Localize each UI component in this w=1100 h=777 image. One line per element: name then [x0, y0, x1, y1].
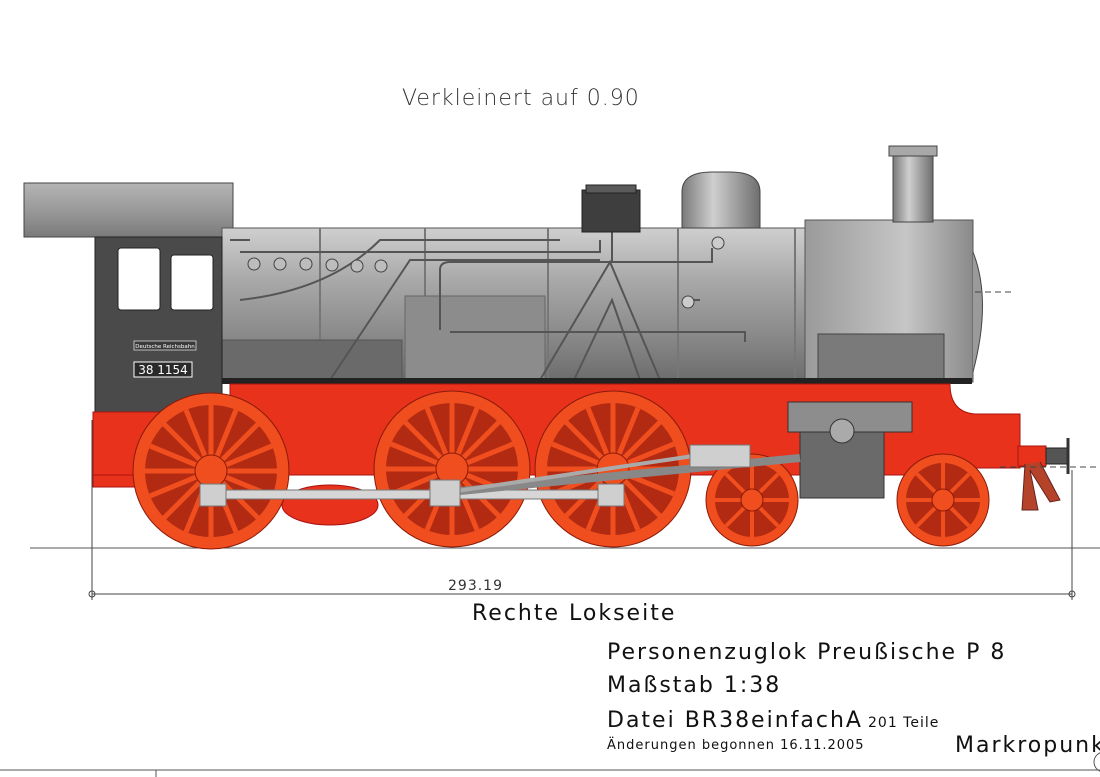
cab-plate	[133, 340, 197, 351]
chimney	[892, 147, 934, 223]
boiler-piping	[230, 230, 746, 381]
scale-note: Verkleinert auf 0.90	[402, 86, 640, 111]
cab-window-front	[170, 254, 214, 311]
title-block-brand: Markropunkt	[955, 733, 1100, 758]
title-block-parts: 201 Teile	[868, 715, 940, 731]
sand-dome	[581, 189, 641, 233]
running-board	[222, 378, 972, 384]
number-plate-text: 38 1154	[138, 363, 188, 377]
buffer-beam	[1017, 445, 1047, 467]
number-plate	[133, 361, 193, 378]
washout-plugs	[247, 257, 388, 273]
bogie-wheel-2	[896, 453, 990, 547]
title-block-scale: Maßstab 1:38	[607, 673, 782, 698]
bogie-wheel-1	[705, 453, 799, 547]
steam-dome	[681, 171, 761, 229]
coupling-rods	[199, 444, 801, 507]
cab-roof	[23, 182, 234, 238]
title-block-file: Datei BR38einfachA	[607, 708, 863, 733]
firebox-panel	[221, 339, 403, 381]
corner-mark	[1093, 752, 1100, 772]
buffer	[1045, 447, 1069, 465]
title-block-changes: Änderungen begonnen 16.11.2005	[607, 738, 865, 753]
cab-plate-text: Deutsche Reichsbahn	[135, 344, 195, 350]
coupled-wheel-1	[132, 392, 290, 550]
overall-length-dimension	[88, 420, 1076, 600]
feed-pump-box	[817, 333, 945, 383]
coupled-wheel-2	[373, 390, 531, 548]
title-block-title: Personenzuglok Preußische P 8	[607, 640, 1007, 665]
safety-valve	[711, 236, 725, 250]
dimension-value: 293.19	[448, 578, 503, 594]
coupling-hook	[1021, 461, 1061, 511]
smokebox-door	[972, 251, 983, 373]
view-title: Rechte Lokseite	[472, 601, 677, 626]
running-board-box	[404, 295, 546, 381]
cab-window-rear	[117, 247, 161, 311]
